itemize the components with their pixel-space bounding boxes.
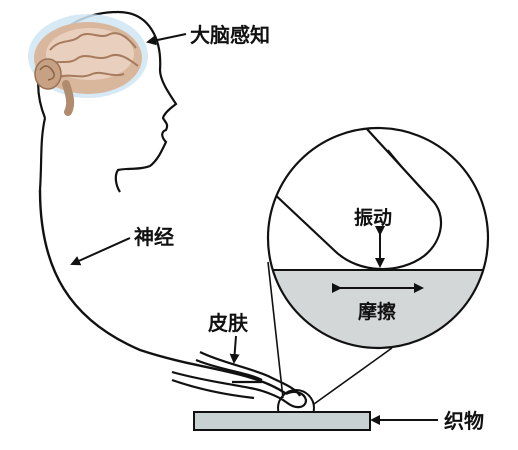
skin-pointer-arrow	[229, 335, 240, 364]
finger-shape	[171, 351, 308, 409]
fingertip-magnified	[269, 128, 443, 271]
magnified-view	[266, 126, 490, 350]
brain-pointer-arrow	[146, 33, 187, 46]
skin-label: 皮肤	[208, 311, 249, 335]
fabric-bar	[193, 411, 371, 431]
nerve-line	[38, 189, 286, 395]
head-profile	[37, 10, 178, 193]
nerve-label: 神经	[134, 225, 174, 249]
vibration-label: 振动	[354, 206, 392, 229]
brain-label: 大脑感知	[190, 23, 270, 47]
nerve-pointer-arrow	[70, 237, 131, 266]
tangent-line-bottom	[313, 347, 393, 405]
fabric-label: 织物	[444, 409, 484, 433]
tangent-line-top	[267, 261, 284, 399]
brain-image	[28, 14, 148, 116]
head-back-line	[38, 117, 47, 191]
friction-label: 摩擦	[358, 300, 396, 323]
